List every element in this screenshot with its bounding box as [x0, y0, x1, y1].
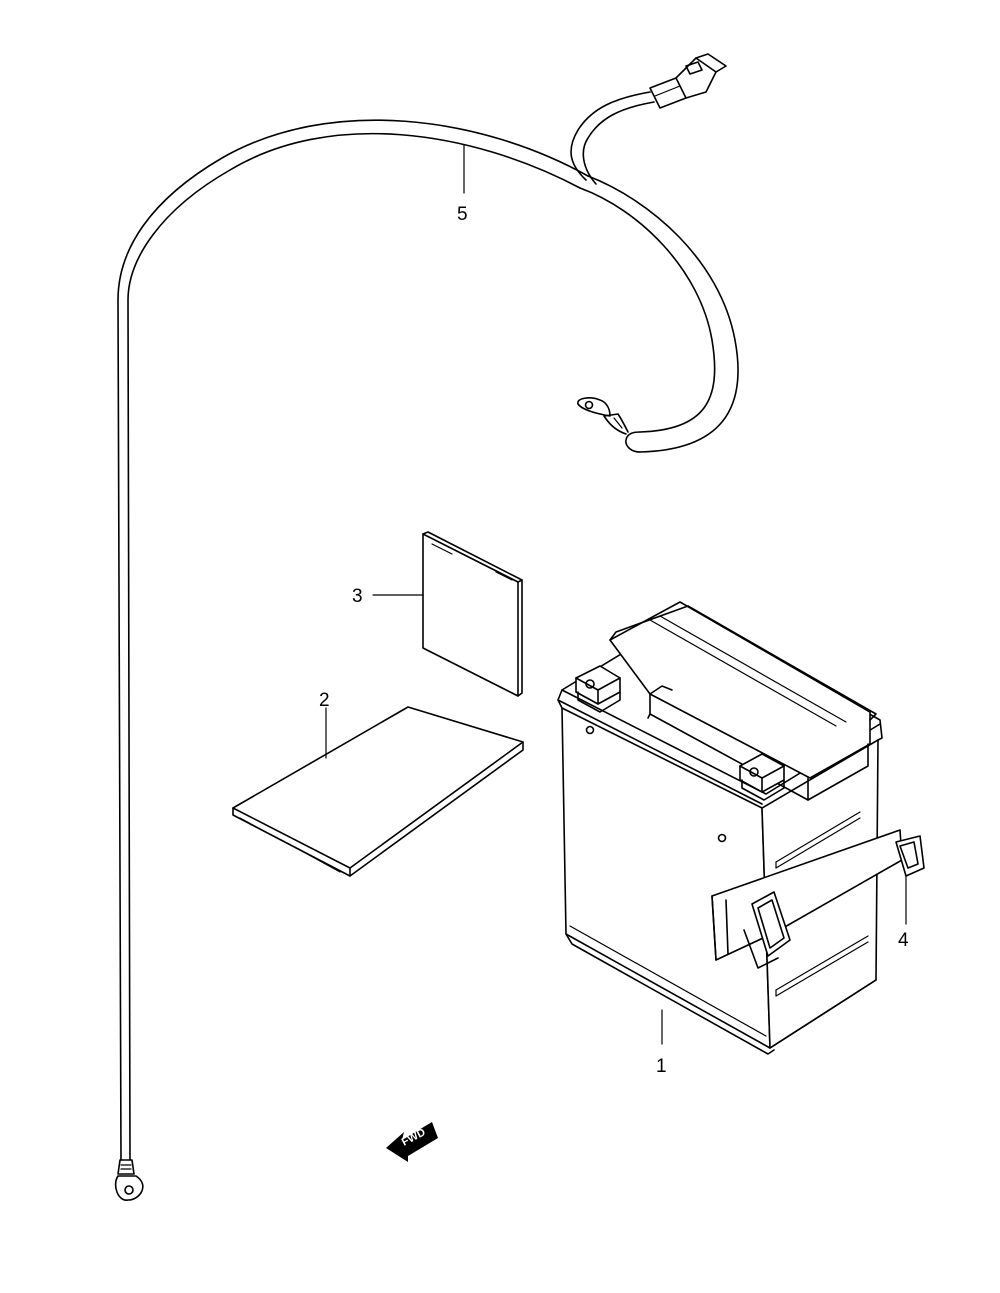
ring-terminal-upper — [577, 397, 629, 435]
battery-strap — [711, 829, 925, 969]
callout-1-label: 1 — [656, 1056, 667, 1077]
battery-cable: 5 — [114, 53, 739, 1201]
vent-hole-icon — [717, 833, 727, 843]
ring-terminal-lower — [114, 1159, 144, 1201]
battery-terminal-positive — [739, 753, 785, 801]
battery: 1 — [557, 601, 925, 1077]
manual: 2 — [232, 690, 524, 877]
callout-5-label: 5 — [457, 204, 468, 225]
fwd-arrow-icon: FWD — [386, 1122, 438, 1162]
callout-4-label: 4 — [898, 930, 909, 951]
cable-connector — [649, 53, 727, 109]
callout-3-label: 3 — [352, 586, 363, 607]
callout-2-label: 2 — [319, 690, 330, 711]
label-sheet: 3 — [352, 531, 523, 697]
battery-terminal-negative — [575, 665, 621, 713]
vent-hole-icon — [585, 725, 595, 735]
